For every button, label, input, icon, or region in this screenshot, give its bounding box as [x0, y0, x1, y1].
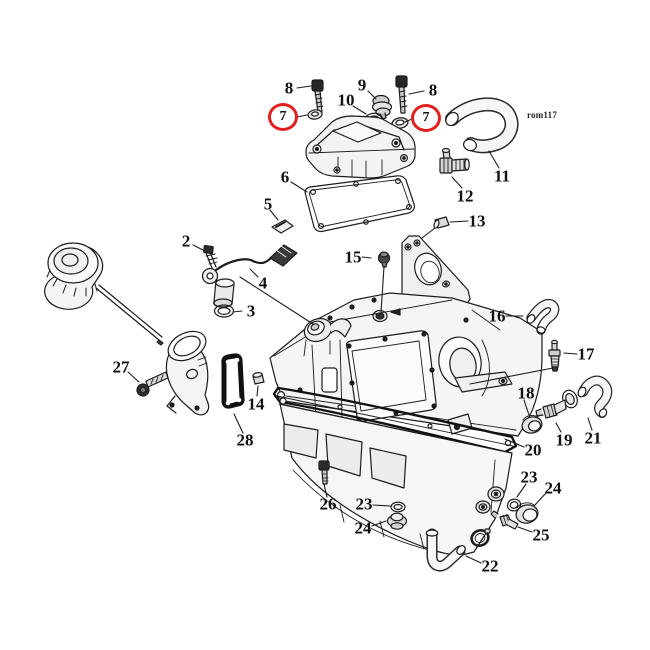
leader-lines: [128, 86, 592, 563]
crankcase: [270, 293, 542, 436]
dipstick-tube-bracket: [163, 326, 210, 415]
sensor-4: [203, 245, 298, 307]
elbow-12: [440, 149, 469, 174]
dipstick: [45, 243, 163, 345]
hose-11: [443, 104, 511, 152]
oil-pan: [277, 396, 513, 556]
callout-8: 8: [428, 80, 438, 100]
plug-15: [379, 252, 390, 267]
callout-17: 17: [577, 344, 595, 364]
callout-7-circled: 7: [411, 104, 441, 132]
callout-3: 3: [246, 301, 256, 321]
callout-15: 15: [344, 247, 362, 267]
rocker-cover: [306, 116, 415, 178]
bolt-8-left: [312, 80, 323, 112]
callout-18: 18: [517, 383, 535, 403]
callout-4: 4: [258, 273, 268, 293]
plug-24-right: [514, 503, 540, 526]
plug-18: [520, 415, 543, 435]
plug-24-left: [388, 513, 407, 529]
callout-8: 8: [284, 78, 294, 98]
bolt-2: [203, 245, 217, 268]
bolt-8-right: [396, 76, 407, 113]
callout-13: 13: [468, 211, 486, 231]
callout-22: 22: [481, 556, 499, 576]
gasket-28: [224, 356, 242, 406]
fitting-25: [491, 511, 518, 529]
oring-23-left: [391, 502, 405, 512]
washer-7-right: [391, 117, 408, 130]
callout-24: 24: [544, 478, 562, 498]
callout-21: 21: [584, 428, 602, 448]
callout-26: 26: [319, 494, 337, 514]
oring-3: [215, 305, 234, 317]
callout-6: 6: [280, 167, 290, 187]
callout-23: 23: [520, 467, 538, 487]
hose-21: [577, 381, 609, 419]
tube-22: [426, 530, 466, 566]
dowel-14: [253, 372, 264, 384]
callout-25: 25: [532, 525, 550, 545]
callout-19: 19: [555, 430, 573, 450]
clip-5: [272, 220, 293, 233]
callout-23: 23: [355, 494, 373, 514]
callout-12: 12: [456, 186, 474, 206]
hose-clamp: [469, 528, 490, 548]
bolt-26: [319, 461, 329, 484]
callout-9: 9: [357, 75, 367, 95]
figure-code: rom117: [527, 110, 558, 120]
callout-27: 27: [112, 357, 130, 377]
dowel-13: [433, 217, 449, 229]
callout-24: 24: [354, 518, 372, 538]
fitting-19: [536, 388, 580, 418]
callout-14: 14: [247, 394, 265, 414]
callout-28: 28: [236, 430, 254, 450]
callout-5: 5: [263, 194, 273, 214]
callout-10: 10: [337, 90, 355, 110]
callout-16: 16: [488, 306, 506, 326]
callout-2: 2: [181, 231, 191, 251]
callout-20: 20: [524, 440, 542, 460]
oring-23-right: [506, 497, 522, 512]
washer-7-left: [307, 109, 322, 120]
bolt-27: [137, 372, 168, 396]
fitting-17: [549, 340, 560, 371]
gasket-6: [305, 176, 414, 232]
callout-11: 11: [493, 166, 511, 186]
callout-7-circled: 7: [268, 103, 298, 131]
hose-16: [526, 304, 555, 334]
